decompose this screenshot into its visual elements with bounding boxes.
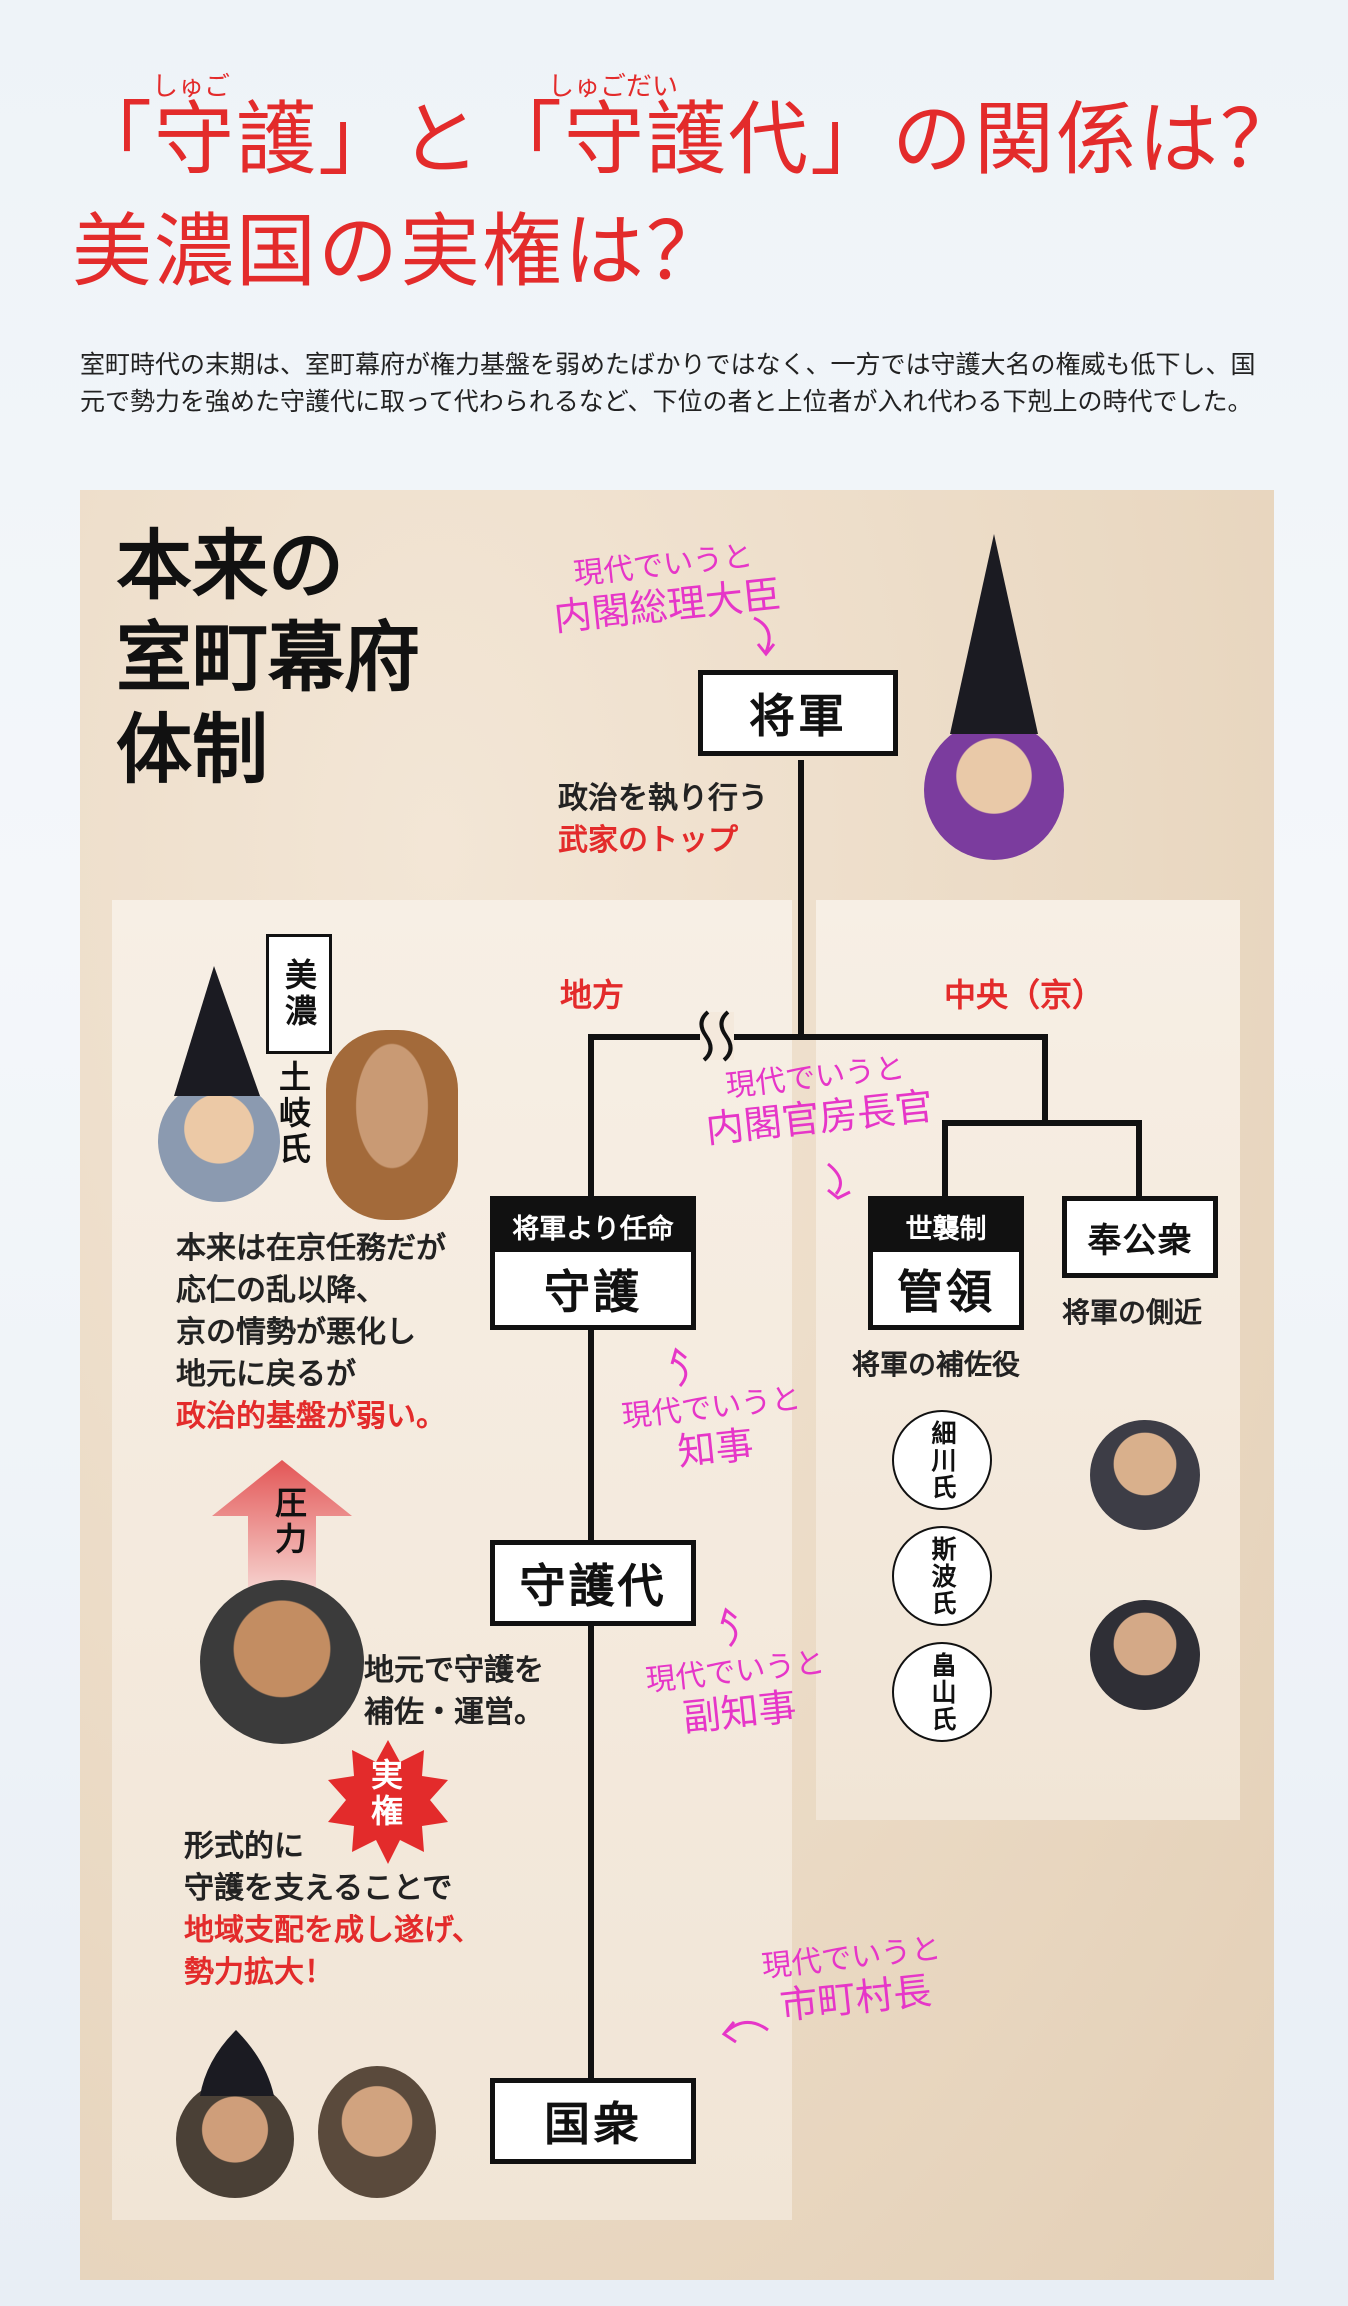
kokushu-box: 国衆 <box>490 2078 696 2164</box>
hokoshu-label: 奉公衆 <box>1087 1220 1193 1261</box>
shugodai-portrait <box>200 1580 364 1744</box>
family-circle: 畠山氏 <box>892 1642 992 1742</box>
eboshi-hat-icon <box>174 966 260 1096</box>
note-line: 地域支配を成し遂げ、 <box>184 1913 482 1948</box>
pressure-arrow-icon <box>212 1460 352 1590</box>
province-name: 美濃 <box>280 958 318 1030</box>
kanrei-tag: 世襲制 <box>873 1201 1019 1252</box>
line-central-branch <box>942 1120 1142 1126</box>
note-line: 勢力拡大！ <box>184 1955 334 1990</box>
arrow-icon <box>827 1162 851 1200</box>
line-shugo-shugodai <box>588 1328 594 1540</box>
clan-name: 土岐氏 <box>274 1060 312 1168</box>
toki-portrait <box>326 1030 458 1220</box>
line-central-down <box>1042 1034 1048 1124</box>
family-name: 畠山氏 <box>928 1651 957 1733</box>
ruby-shugo: しゅご <box>152 72 231 102</box>
note-line: 地元に戻るが <box>176 1357 356 1392</box>
hokoshu-note: 将軍の側近 <box>1062 1296 1203 1329</box>
province-badge: 美濃 <box>266 934 332 1054</box>
shogun-note: 政治を執り行う 武家のトップ <box>558 778 768 862</box>
note-line: 地元で守護を <box>364 1653 544 1688</box>
line-shugodai-kokushu <box>588 1624 594 2080</box>
pressure-label: 圧力 <box>266 1486 312 1562</box>
note-line: 本来は在京任務だが <box>176 1231 446 1266</box>
shogun-portrait <box>924 720 1064 860</box>
toki-portrait <box>158 1080 280 1202</box>
shogun-box: 将軍 <box>698 670 898 756</box>
family-circle: 細川氏 <box>892 1410 992 1510</box>
arrow-icon <box>670 1347 688 1387</box>
shogun-note-2: 武家のトップ <box>558 823 738 858</box>
badge-label: 実権 <box>362 1758 408 1834</box>
hokoshu-portrait <box>1090 1600 1200 1710</box>
shugo-box: 将軍より任命 守護 <box>490 1196 696 1330</box>
kanrei-label: 管領 <box>897 1264 995 1319</box>
heading-line: 本来の <box>116 521 344 610</box>
kokushu-label: 国衆 <box>544 2097 642 2151</box>
family-name: 細川氏 <box>928 1419 957 1501</box>
modern-equivalent: 知事 <box>675 1422 756 1475</box>
clan-label: 土岐氏 <box>270 1060 316 1172</box>
note-line: 応仁の乱以降、 <box>176 1273 386 1308</box>
heading-line: 室町幕府 <box>116 613 420 702</box>
note-line: 政治的基盤が弱い。 <box>176 1399 446 1434</box>
hokoshu-box: 奉公衆 <box>1062 1196 1218 1278</box>
family-circle: 斯波氏 <box>892 1526 992 1626</box>
shugodai-label: 守護代 <box>519 1559 667 1613</box>
shugodai-box: 守護代 <box>490 1540 696 1626</box>
eboshi-hat-icon <box>200 2030 274 2096</box>
badge-burst-icon <box>328 1740 448 1864</box>
branch-local-label: 地方 <box>560 976 625 1014</box>
shugodai-role-note: 地元で守護を 補佐・運営。 <box>364 1650 544 1734</box>
note-line: 形式的に <box>184 1829 304 1864</box>
kokushu-portrait <box>176 2080 294 2198</box>
line-to-shugo <box>588 1034 594 1244</box>
kanrei-note: 将軍の補佐役 <box>852 1348 1021 1381</box>
diagram-heading: 本来の 室町幕府 体制 <box>116 520 420 796</box>
heading-line: 体制 <box>116 705 268 794</box>
shogun-note-1: 政治を執り行う <box>558 781 768 816</box>
note-line: 京の情勢が悪化し <box>176 1315 416 1350</box>
ruby-shugodai: しゅごだい <box>548 72 679 102</box>
arrow-icon <box>753 616 776 657</box>
arrow-icon <box>720 1607 738 1647</box>
note-line: 守護を支えることで <box>184 1871 453 1906</box>
page-title-line1: 「守護」と「守護代」の関係は？ <box>72 93 1302 186</box>
shogun-label: 将軍 <box>749 689 847 743</box>
line-branch <box>588 1034 1048 1040</box>
kokushu-portrait <box>318 2066 436 2198</box>
line-shogun-down <box>798 760 804 1040</box>
eboshi-hat-icon <box>950 534 1038 734</box>
badge-text: 実権 <box>366 1758 404 1830</box>
line-to-hokoshu <box>1136 1120 1142 1200</box>
shugo-tag: 将軍より任命 <box>495 1201 691 1252</box>
shugodai-note: 形式的に 守護を支えることで 地域支配を成し遂げ、 勢力拡大！ <box>184 1826 482 1994</box>
page-title-line2: 美濃国の実権は？ <box>72 205 728 298</box>
shugo-note: 本来は在京任務だが 応仁の乱以降、 京の情勢が悪化し 地元に戻るが 政治的基盤が… <box>176 1228 446 1438</box>
kanrei-box: 世襲制 管領 <box>868 1196 1024 1330</box>
line-to-kanrei <box>942 1120 948 1200</box>
intro-text: 室町時代の末期は、室町幕府が権力基盤を弱めたばかりではなく、一方では守護大名の権… <box>80 350 1256 416</box>
break-mark-icon <box>699 1010 733 1062</box>
pressure-text: 圧力 <box>270 1486 308 1558</box>
branch-central-label: 中央（京） <box>944 976 1105 1014</box>
note-line: 補佐・運営。 <box>364 1695 544 1730</box>
hokoshu-portrait <box>1090 1420 1200 1530</box>
family-name: 斯波氏 <box>928 1535 957 1617</box>
shugo-label: 守護 <box>544 1264 642 1319</box>
arrow-icon <box>721 2021 769 2044</box>
